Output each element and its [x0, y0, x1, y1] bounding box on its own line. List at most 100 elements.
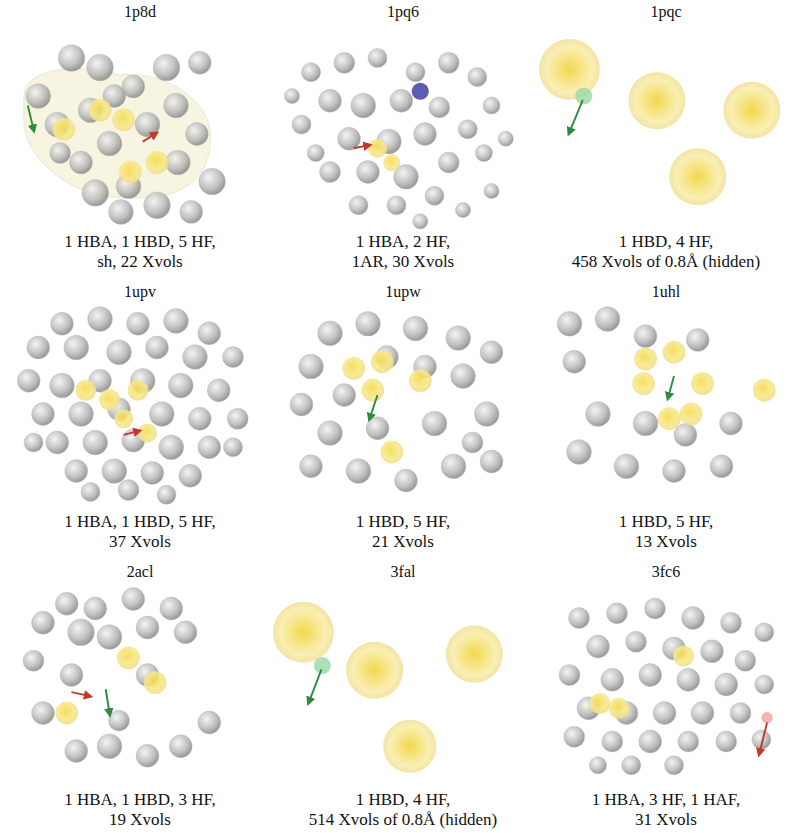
feature-sphere	[674, 424, 697, 447]
feature-sphere	[290, 393, 313, 416]
feature-sphere	[484, 183, 499, 198]
feature-sphere	[755, 675, 774, 694]
panel-title: 1upw	[273, 282, 533, 302]
feature-sphere	[628, 72, 685, 129]
direction-arrow	[124, 431, 138, 435]
direction-arrow	[760, 723, 768, 753]
feature-sphere	[118, 480, 139, 501]
feature-sphere	[723, 82, 780, 139]
feature-sphere	[87, 54, 114, 81]
feature-sphere	[159, 435, 184, 460]
feature-sphere	[224, 438, 243, 457]
feature-sphere	[557, 311, 582, 336]
panel-3fc6	[559, 598, 774, 775]
panel-3fal	[273, 602, 503, 773]
feature-sphere	[169, 735, 192, 758]
feature-sphere	[567, 440, 592, 465]
feature-sphere	[462, 432, 483, 453]
feature-sphere	[451, 364, 476, 389]
feature-sphere	[480, 341, 503, 364]
feature-sphere	[97, 625, 122, 650]
feature-sphere	[342, 357, 365, 380]
feature-sphere	[639, 730, 662, 753]
feature-sphere	[174, 621, 197, 644]
feature-sphere	[691, 702, 714, 725]
feature-sphere	[356, 311, 381, 336]
feature-sphere	[75, 380, 96, 401]
feature-sphere	[575, 87, 592, 104]
feature-sphere	[658, 407, 681, 430]
feature-sphere	[589, 693, 610, 714]
feature-sphere	[371, 350, 394, 373]
feature-sphere	[65, 740, 88, 763]
feature-sphere	[602, 731, 623, 752]
feature-sphere	[346, 642, 403, 699]
feature-sphere	[68, 619, 95, 646]
feature-sphere	[320, 162, 341, 183]
panel-title: 1p8d	[10, 2, 270, 22]
feature-sphere	[334, 52, 355, 73]
feature-sphere	[446, 626, 503, 683]
direction-arrow	[570, 100, 583, 132]
feature-sphere	[273, 602, 334, 663]
feature-sphere	[299, 354, 324, 379]
feature-sphere	[58, 45, 85, 72]
feature-sphere	[136, 744, 159, 767]
feature-sphere	[284, 88, 299, 103]
direction-arrow	[668, 376, 674, 397]
feature-sphere	[653, 702, 676, 725]
panel-1pq6	[284, 49, 513, 230]
feature-sphere	[223, 347, 244, 368]
feature-sphere	[414, 123, 437, 146]
feature-sphere	[89, 99, 112, 122]
feature-sphere	[678, 731, 699, 752]
feature-sphere	[109, 200, 134, 225]
feature-sphere	[716, 731, 737, 752]
panel-1p8d	[24, 45, 225, 225]
feature-sphere	[64, 335, 89, 360]
feature-sphere	[380, 441, 403, 464]
feature-sphere	[141, 462, 164, 485]
feature-sphere	[422, 411, 447, 436]
feature-sphere	[135, 112, 160, 137]
feature-sphere	[198, 322, 221, 345]
feature-sphere	[318, 321, 343, 346]
panel-caption: 1 HBA, 1 HBD, 5 HF, 37 Xvols	[10, 512, 270, 551]
panel-1pqc	[539, 39, 780, 205]
panel-2acl	[23, 588, 221, 768]
feature-sphere	[455, 202, 470, 217]
feature-sphere	[691, 372, 714, 395]
feature-sphere	[168, 373, 193, 398]
feature-sphere	[136, 616, 159, 639]
feature-sphere	[663, 341, 686, 364]
feature-sphere	[498, 131, 513, 146]
feature-sphere	[128, 380, 149, 401]
feature-sphere	[368, 49, 387, 68]
panel-title: 1pqc	[536, 2, 796, 22]
panel-1upw	[290, 311, 503, 492]
feature-sphere	[663, 460, 686, 483]
feature-sphere	[539, 39, 600, 100]
panel-caption: 1 HBD, 5 HF, 21 Xvols	[273, 512, 533, 551]
feature-sphere	[438, 152, 459, 173]
feature-sphere	[589, 757, 606, 774]
feature-sphere	[198, 711, 221, 734]
feature-sphere	[144, 671, 167, 694]
feature-sphere	[569, 608, 590, 629]
feature-sphere	[198, 436, 221, 459]
direction-arrow	[106, 689, 110, 713]
feature-sphere	[307, 144, 324, 161]
feature-sphere	[180, 201, 203, 224]
feature-sphere	[563, 350, 586, 373]
feature-sphere	[607, 603, 628, 624]
feature-sphere	[614, 454, 639, 479]
feature-sphere	[387, 196, 406, 215]
feature-sphere	[622, 756, 641, 775]
feature-sphere	[366, 417, 389, 440]
feature-sphere	[32, 611, 55, 634]
feature-sphere	[458, 120, 477, 139]
feature-sphere	[595, 307, 620, 332]
feature-sphere	[32, 403, 55, 426]
feature-sphere	[446, 326, 471, 351]
